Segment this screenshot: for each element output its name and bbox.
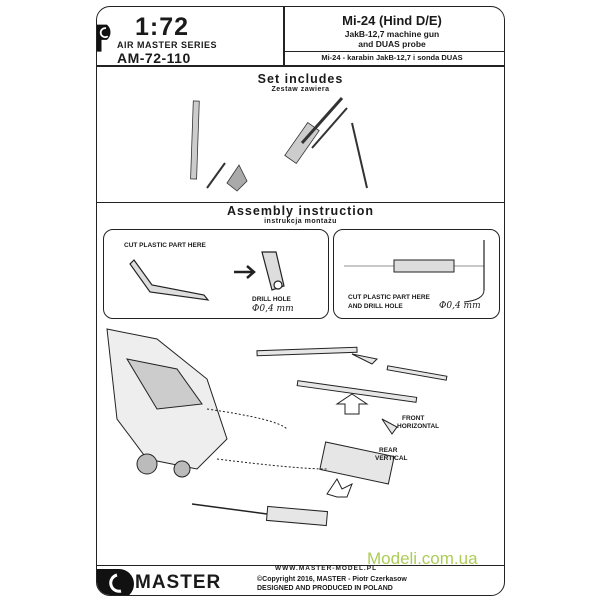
instruction-sheet: 1:72 AIR MASTER SERIES AM-72-110 Mi-24 (… <box>96 6 505 596</box>
step2-cut-note: CUT PLASTIC PART HERE <box>348 294 430 301</box>
footer-brand: MASTER <box>135 572 222 593</box>
header-subdivider <box>283 51 504 52</box>
front-label-sub: HORIZONTAL <box>397 423 440 430</box>
step1-panel: CUT PLASTIC PART HERE DRILL HOLE Φ0,4 mm <box>103 229 329 319</box>
step2-illustration <box>344 240 485 303</box>
product-subtitle-1: JakB-12,7 machine gun <box>344 29 440 39</box>
watermark: Modeli.com.ua <box>367 549 478 568</box>
step1-drill-note: DRILL HOLE <box>252 296 291 303</box>
set-parts-illustration <box>190 97 368 192</box>
rear-label: REAR <box>379 447 398 454</box>
assembly-title: Assembly instruction <box>226 204 375 218</box>
footer-line <box>97 565 504 566</box>
step2-panel: CUT PLASTIC PART HERE AND DRILL HOLE Φ0,… <box>333 229 500 319</box>
step1-illustration <box>129 251 285 301</box>
set-includes-bottom-line <box>97 202 504 203</box>
set-includes-title: Set includes <box>257 72 344 86</box>
rear-label-sub: VERTICAL <box>375 455 408 462</box>
master-logo-icon <box>97 24 111 52</box>
step1-dimension: Φ0,4 mm <box>252 304 294 314</box>
step1-cut-note: CUT PLASTIC PART HERE <box>124 242 206 249</box>
product-code: AM-72-110 <box>117 50 191 66</box>
product-title: Mi-24 (Hind D/E) <box>342 13 442 28</box>
footer-logo-icon <box>97 569 134 595</box>
assembly-illustration <box>106 328 448 527</box>
header-bottom-line <box>97 65 504 67</box>
footer-designed: DESIGNED AND PRODUCED IN POLAND <box>257 585 393 592</box>
front-label: FRONT <box>402 415 425 422</box>
step2-drill-note: AND DRILL HOLE <box>348 303 403 310</box>
header-divider <box>283 7 285 65</box>
scale-label: 1:72 <box>135 13 190 41</box>
product-title-polish: Mi-24 - karabin JakB-12,7 i sonda DUAS <box>321 53 463 62</box>
footer-website: WWW.MASTER-MODEL.PL <box>275 565 378 572</box>
step2-dimension: Φ0,4 mm <box>439 301 481 311</box>
footer-copyright: ©Copyright 2016, MASTER - Piotr Czerkaso… <box>257 576 407 583</box>
product-subtitle-2: and DUAS probe <box>358 39 426 49</box>
set-includes-title-pl: Zestaw zawiera <box>271 86 330 93</box>
assembly-title-pl: instrukcja montażu <box>264 218 337 225</box>
series-label: AIR MASTER SERIES <box>117 40 218 50</box>
